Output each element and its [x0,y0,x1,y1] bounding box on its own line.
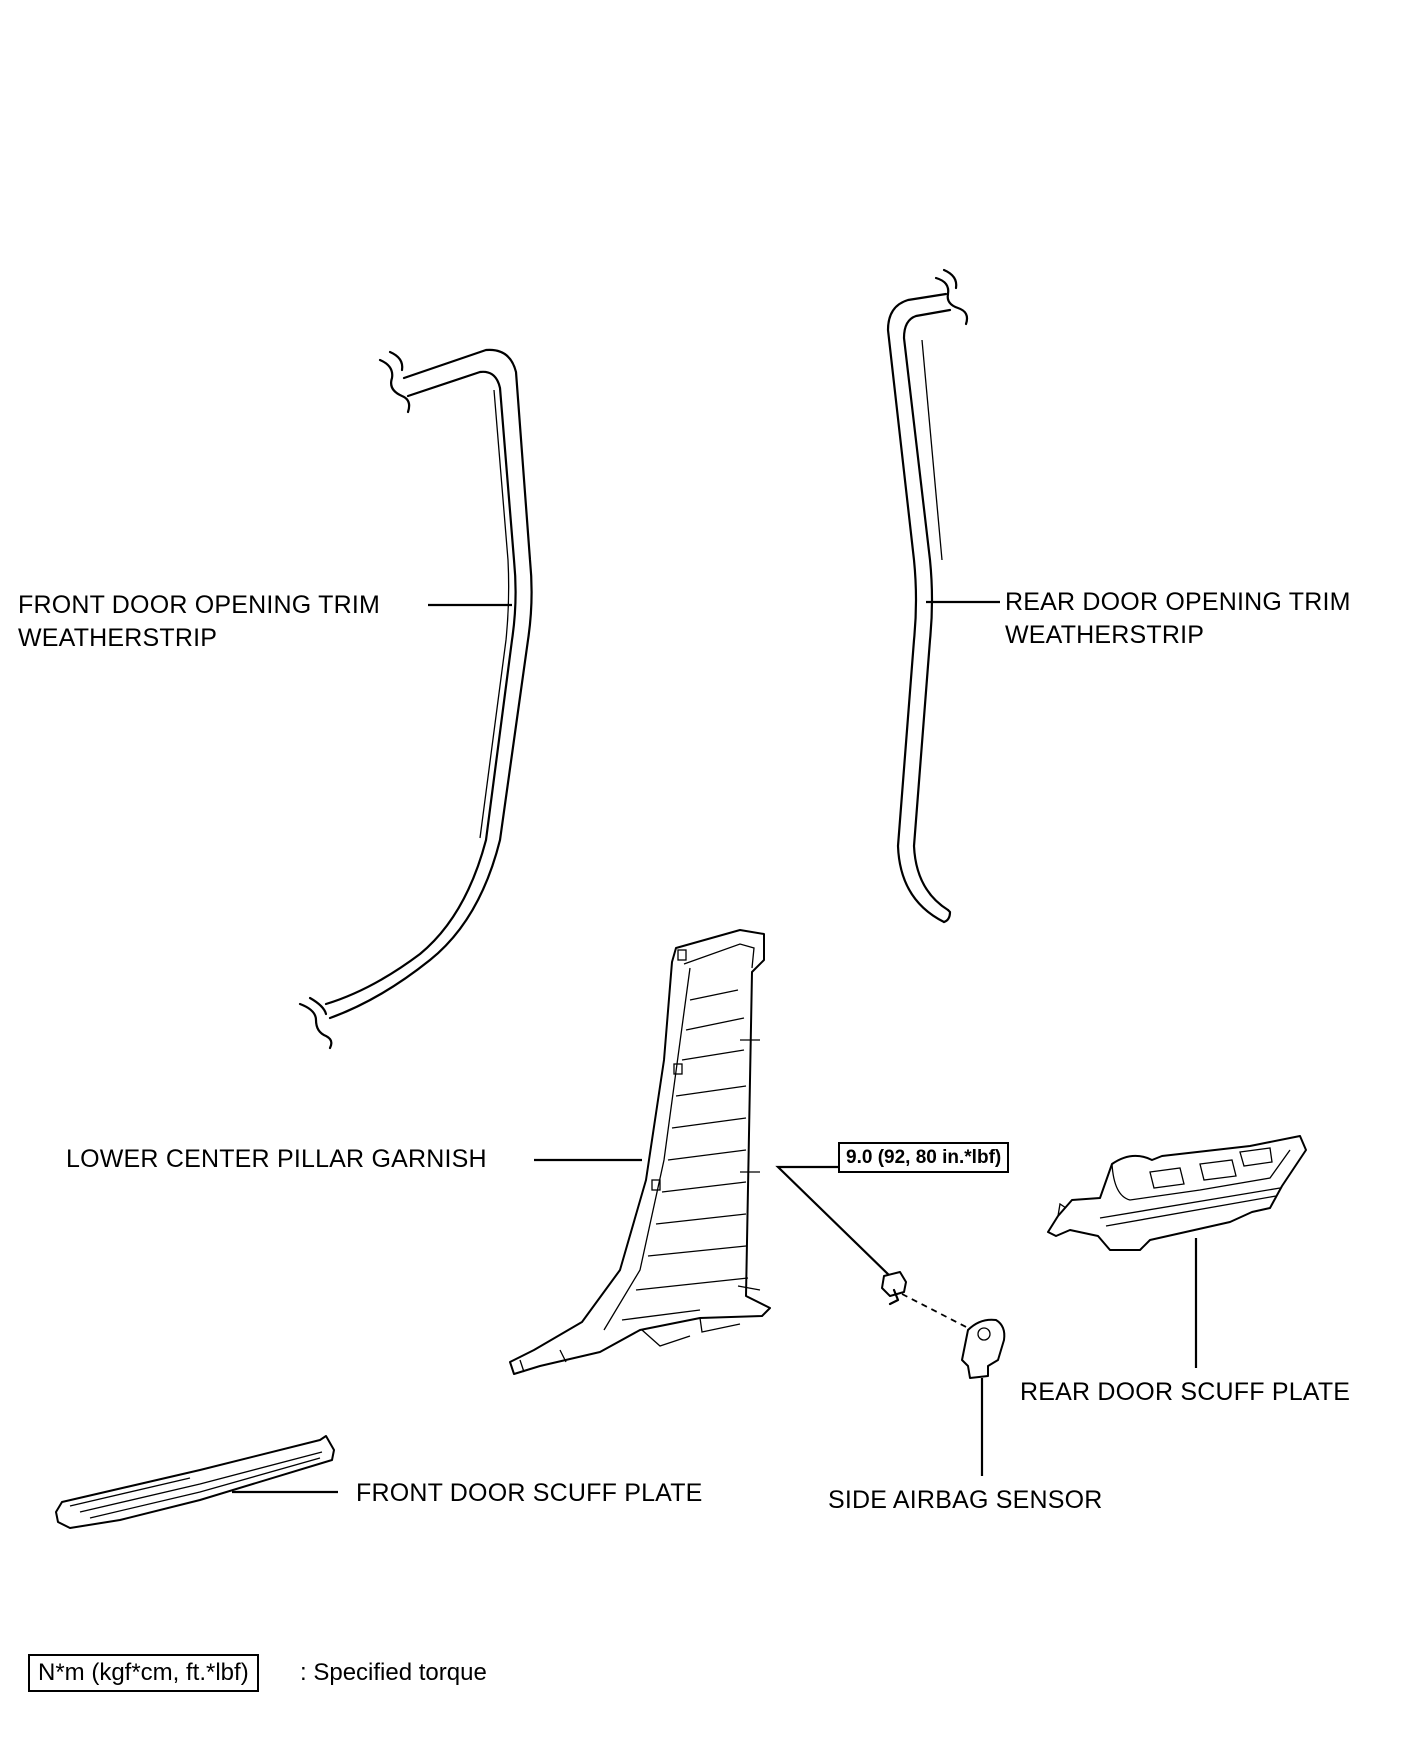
front-weatherstrip-label-line2: WEATHERSTRIP [18,624,218,652]
pillar-garnish-label: LOWER CENTER PILLAR GARNISH [66,1145,487,1173]
rear-door-scuff-plate-drawing [1047,1135,1307,1368]
torque-legend-description: : Specified torque [300,1659,487,1686]
front-weatherstrip-label-line1: FRONT DOOR OPENING TRIM [18,591,381,619]
bolt-and-sensor-drawing [775,1165,1006,1476]
bolt-torque-value: 9.0 (92, 80 in.*lbf) [838,1142,1010,1173]
front-weatherstrip-drawing [298,348,533,1050]
rear-weatherstrip-label: REAR DOOR OPENING TRIM WEATHERSTRIP [1005,586,1351,652]
front-door-scuff-plate-drawing [55,1435,335,1529]
rear-scuff-plate-label: REAR DOOR SCUFF PLATE [1020,1378,1351,1406]
front-scuff-plate-label: FRONT DOOR SCUFF PLATE [356,1479,703,1507]
torque-unit-legend-box: N*m (kgf*cm, ft.*lbf) [28,1654,259,1692]
rear-weatherstrip-label-line2: WEATHERSTRIP [1005,621,1205,649]
front-weatherstrip-label: FRONT DOOR OPENING TRIM WEATHERSTRIP [18,589,380,655]
rear-weatherstrip-label-line1: REAR DOOR OPENING TRIM [1005,588,1351,616]
lower-center-pillar-garnish-drawing [509,929,771,1375]
side-airbag-sensor-label: SIDE AIRBAG SENSOR [828,1486,1103,1514]
rear-weatherstrip-drawing [886,268,969,924]
